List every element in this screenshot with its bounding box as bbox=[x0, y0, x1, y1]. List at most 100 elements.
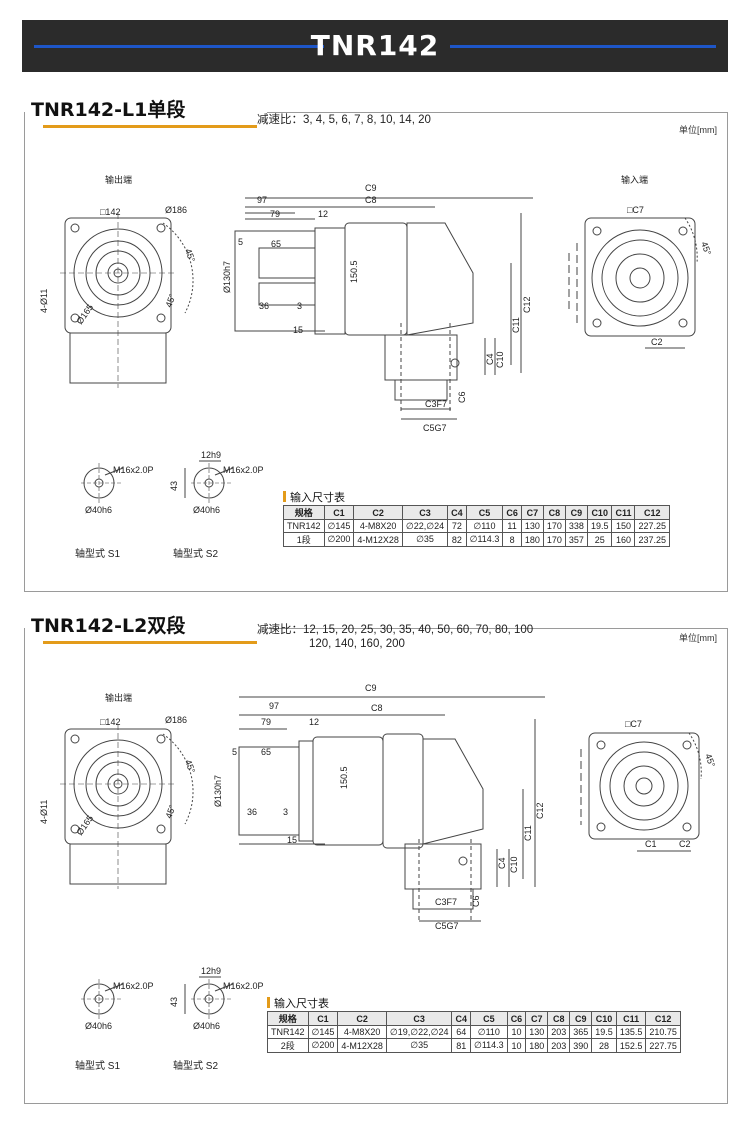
dim-d186: Ø186 bbox=[165, 205, 187, 215]
dim-d186: Ø186 bbox=[165, 715, 187, 725]
dim-c2: C2 bbox=[679, 839, 691, 849]
row-head: 2段 bbox=[267, 1038, 309, 1053]
section-title-underline bbox=[43, 125, 257, 128]
ratio-text-line2: 120, 140, 160, 200 bbox=[309, 638, 405, 650]
th: C6 bbox=[506, 1011, 527, 1026]
cell: 19.5 bbox=[586, 519, 613, 533]
dim-c9: C9 bbox=[365, 683, 377, 693]
dim-sq142: □142 bbox=[100, 717, 120, 727]
dim-65: 65 bbox=[261, 747, 271, 757]
section-title: TNR142-L2双段 bbox=[31, 615, 186, 637]
dim-a45-bottom: 45° bbox=[163, 292, 177, 309]
dim-79: 79 bbox=[270, 209, 280, 219]
th: C1 bbox=[323, 505, 355, 520]
row-head: 1段 bbox=[283, 532, 325, 547]
cell: 210.75 bbox=[645, 1025, 681, 1039]
unit-label: 单位[mm] bbox=[679, 125, 717, 135]
cell: ∅200 bbox=[323, 532, 355, 547]
cell: 150 bbox=[611, 519, 636, 533]
table-row: TNR142 ∅145 4-M8X20 ∅22,∅24 72 ∅110 11 1… bbox=[283, 519, 671, 533]
shaft-s1-caption: 轴型式 S1 bbox=[75, 1061, 121, 1072]
shaft-s2-caption: 轴型式 S2 bbox=[173, 1061, 219, 1072]
dim-a45-top: 45° bbox=[183, 247, 197, 264]
dim-c6: C6 bbox=[457, 391, 467, 403]
table-header-row: 规格 C1 C2 C3 C4 C5 C6 C7 C8 C9 C10 C11 C1… bbox=[283, 505, 671, 520]
dim-a45-top: 45° bbox=[183, 758, 197, 775]
th: C4 bbox=[451, 1011, 471, 1026]
cell: ∅145 bbox=[307, 1025, 339, 1039]
dim-d130: Ø130h7 bbox=[213, 775, 223, 807]
page-header: TNR142 bbox=[22, 20, 728, 72]
cell: 81 bbox=[451, 1038, 471, 1053]
shaft-s2-caption: 轴型式 S2 bbox=[173, 549, 219, 560]
cell: 152.5 bbox=[615, 1038, 647, 1053]
header-rule-right bbox=[450, 45, 716, 48]
th: C11 bbox=[615, 1011, 647, 1026]
dim-c7: □C7 bbox=[625, 719, 642, 729]
cell: 25 bbox=[586, 532, 613, 547]
cell: 170 bbox=[542, 519, 566, 533]
cell: 28 bbox=[591, 1038, 617, 1053]
th: C2 bbox=[353, 505, 403, 520]
section-l2: TNR142-L2双段 减速比：12, 15, 20, 25, 30, 35, … bbox=[24, 611, 728, 1104]
cell: ∅19,∅22,∅24 bbox=[385, 1025, 453, 1039]
cell: 203 bbox=[547, 1025, 571, 1039]
cell: 365 bbox=[569, 1025, 593, 1039]
s2-d40: Ø40h6 bbox=[193, 1021, 220, 1031]
dim-c10: C10 bbox=[495, 351, 505, 368]
ratio-text: 减速比：3, 4, 5, 6, 7, 8, 10, 14, 20 bbox=[257, 114, 431, 126]
cell: 19.5 bbox=[591, 1025, 617, 1039]
th: C10 bbox=[586, 505, 613, 520]
dim-15: 15 bbox=[287, 835, 297, 845]
cell: 227.75 bbox=[645, 1038, 681, 1053]
dim-c11: C11 bbox=[523, 825, 533, 841]
s2-m16: M16x2.0P bbox=[223, 981, 264, 991]
section-tab: TNR142-L1单段 bbox=[25, 95, 267, 128]
th: C12 bbox=[634, 505, 671, 520]
table-title: 输入尺寸表 bbox=[283, 489, 345, 505]
cell: ∅114.3 bbox=[469, 1038, 508, 1053]
page-title: TNR142 bbox=[310, 29, 440, 62]
dim-3: 3 bbox=[297, 301, 302, 311]
s2-12h9: 12h9 bbox=[201, 450, 221, 460]
dim-c1: C1 bbox=[645, 839, 657, 849]
cell: 4-M12X28 bbox=[337, 1038, 387, 1053]
dim-5: 5 bbox=[238, 237, 243, 247]
cell: ∅35 bbox=[401, 532, 449, 547]
s2-43: 43 bbox=[169, 997, 179, 1007]
dim-d165: Ø165 bbox=[74, 302, 95, 326]
in-label: 输入端 bbox=[621, 174, 648, 185]
cell: 338 bbox=[564, 519, 588, 533]
cell: 357 bbox=[564, 532, 588, 547]
th: C9 bbox=[564, 505, 588, 520]
dim-97: 97 bbox=[269, 701, 279, 711]
s1-m16: M16x2.0P bbox=[113, 465, 154, 475]
th: C7 bbox=[520, 505, 544, 520]
cell: 11 bbox=[502, 519, 522, 533]
s1-m16: M16x2.0P bbox=[113, 981, 154, 991]
dim-d130: Ø130h7 bbox=[222, 261, 232, 293]
dim-c6: C6 bbox=[471, 895, 481, 907]
th: C10 bbox=[591, 1011, 617, 1026]
th: 规格 bbox=[267, 1011, 309, 1026]
dim-a45-in: 45° bbox=[699, 240, 713, 257]
section-title-underline bbox=[43, 641, 257, 644]
input-flange-square bbox=[584, 217, 696, 337]
out-label: 输出端 bbox=[105, 174, 132, 185]
section-tab: TNR142-L2双段 bbox=[25, 611, 267, 644]
cell: 4-M8X20 bbox=[353, 519, 403, 533]
input-adapter bbox=[384, 334, 458, 381]
cell: 237.25 bbox=[634, 532, 671, 547]
title-bar bbox=[283, 491, 286, 502]
table-row: TNR142 ∅145 4-M8X20 ∅19,∅22,∅24 64 ∅110 … bbox=[267, 1025, 681, 1039]
cell: 72 bbox=[447, 519, 467, 533]
header-rule-left bbox=[34, 45, 324, 48]
cell: 227.25 bbox=[634, 519, 671, 533]
cell: 180 bbox=[525, 1038, 549, 1053]
dim-c9: C9 bbox=[365, 183, 377, 193]
cell: 203 bbox=[547, 1038, 571, 1053]
cell: 10 bbox=[506, 1025, 527, 1039]
dim-c5: C5G7 bbox=[435, 921, 459, 931]
table-title-text: 输入尺寸表 bbox=[290, 492, 345, 504]
technical-drawing: 输出端 □142 Ø186 45° 45° 4-Ø11 Ø165 C9 C8 9… bbox=[39, 174, 713, 515]
